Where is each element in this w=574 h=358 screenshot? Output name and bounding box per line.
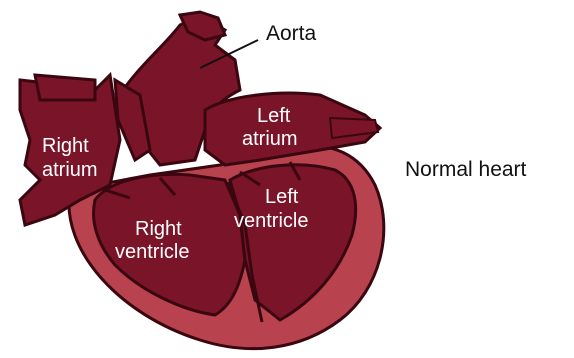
superior-vena-cava xyxy=(35,75,95,100)
right-ventricle-label-line1: Right xyxy=(135,218,182,240)
right-atrium-label-line2: atrium xyxy=(42,159,98,181)
right-ventricle-label-line2: ventricle xyxy=(115,241,189,263)
left-atrium-label-line1: Left xyxy=(257,105,291,127)
left-atrium-label-line2: atrium xyxy=(242,128,298,150)
diagram-caption: Normal heart xyxy=(405,158,527,181)
aorta-label: Aorta xyxy=(266,22,317,45)
right-atrium-label-line1: Right xyxy=(42,135,89,157)
left-ventricle-label-line1: Left xyxy=(265,186,299,208)
left-ventricle-label-line2: ventricle xyxy=(234,210,308,232)
